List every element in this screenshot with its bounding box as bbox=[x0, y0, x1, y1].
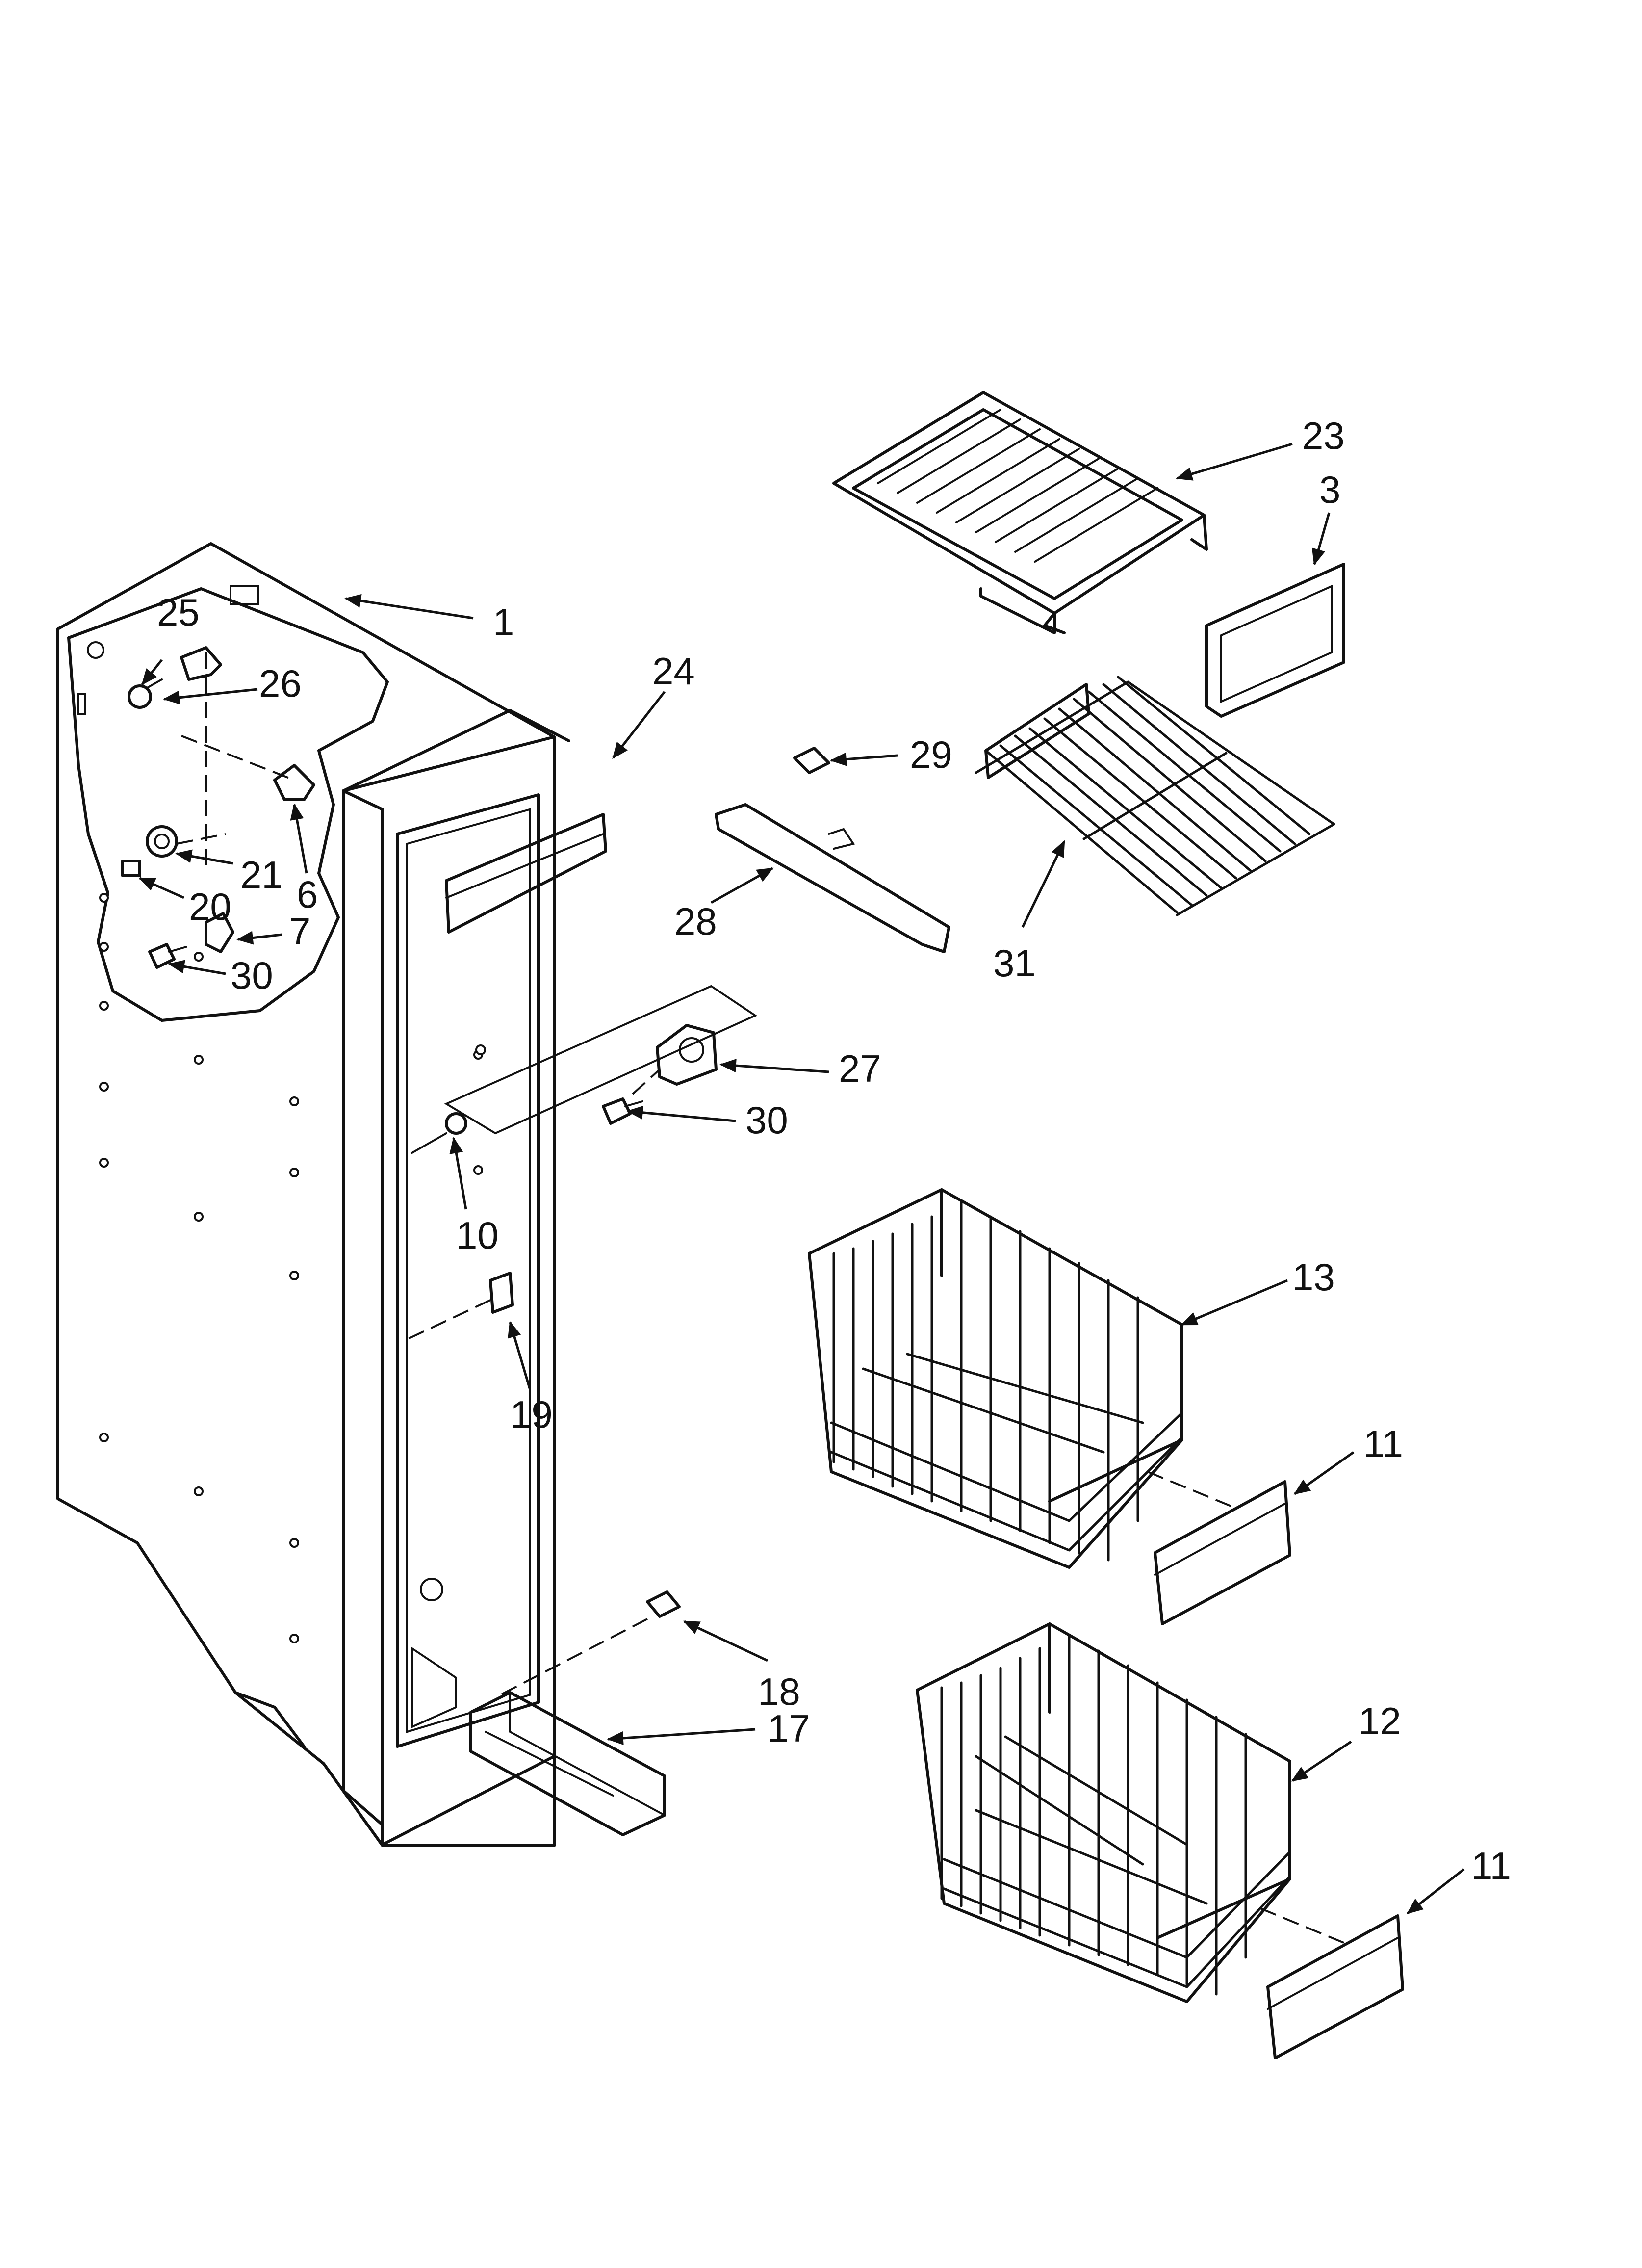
callout-24: 24 bbox=[652, 650, 695, 693]
callout-13: 13 bbox=[1292, 1255, 1335, 1299]
control-housing-part-27 bbox=[656, 1024, 718, 1086]
callout-3: 3 bbox=[1319, 468, 1340, 511]
sensor-part-19 bbox=[407, 1272, 514, 1340]
shelf-support-part-28 bbox=[715, 803, 950, 953]
callout-1: 1 bbox=[493, 600, 514, 644]
callout-6: 6 bbox=[297, 873, 318, 916]
callout-30-left: 30 bbox=[231, 954, 273, 997]
mounting-holes bbox=[99, 893, 483, 1643]
callout-7: 7 bbox=[289, 910, 310, 953]
bracket-part-7 bbox=[205, 912, 234, 953]
basket-part-12 bbox=[916, 1622, 1291, 2003]
basket-front-part-11-lower bbox=[1260, 1907, 1404, 2059]
callout-21: 21 bbox=[240, 853, 283, 896]
basket-front-part-11-upper bbox=[1147, 1471, 1291, 1625]
callout-31: 31 bbox=[993, 941, 1036, 985]
grille-part-17 bbox=[469, 1691, 666, 1836]
shelf-part-23 bbox=[832, 391, 1208, 634]
callout-26: 26 bbox=[259, 662, 302, 705]
screw-part-30-left bbox=[148, 943, 187, 969]
callout-11-lower: 11 bbox=[1471, 1844, 1511, 1887]
light-bulb-part-26 bbox=[128, 678, 163, 709]
screw-part-18 bbox=[495, 1590, 681, 1698]
basket-part-13 bbox=[808, 1188, 1183, 1569]
callout-11-upper: 11 bbox=[1363, 1422, 1403, 1465]
callout-10: 10 bbox=[456, 1214, 499, 1257]
switch-part-10 bbox=[411, 1112, 467, 1154]
thermostat-part-21 bbox=[146, 825, 178, 858]
callout-25: 25 bbox=[157, 591, 200, 634]
callout-labels: 1 25 26 6 21 20 7 30 24 23 3 29 28 31 27… bbox=[157, 414, 1511, 1887]
callout-29: 29 bbox=[910, 733, 952, 776]
freezer-liner bbox=[56, 542, 570, 1847]
callout-12: 12 bbox=[1359, 1699, 1401, 1743]
callout-23: 23 bbox=[1302, 414, 1345, 457]
screw-part-20 bbox=[121, 860, 141, 877]
callout-20: 20 bbox=[189, 885, 231, 928]
light-shield-part-24 bbox=[445, 813, 607, 934]
bolt-part-29 bbox=[793, 747, 830, 774]
callout-18: 18 bbox=[758, 1670, 800, 1713]
leader-lines bbox=[138, 443, 1465, 1914]
callout-30-right: 30 bbox=[745, 1098, 788, 1142]
callout-28: 28 bbox=[674, 900, 717, 943]
callout-17: 17 bbox=[768, 1707, 810, 1750]
callout-19: 19 bbox=[510, 1393, 553, 1436]
clip-part-6 bbox=[273, 764, 315, 801]
insulation-pad bbox=[444, 985, 758, 1135]
wire-shelf-part-31 bbox=[975, 676, 1335, 916]
callout-27: 27 bbox=[839, 1047, 881, 1090]
light-socket-part-25 bbox=[180, 646, 222, 681]
shelf-trim-part-3 bbox=[1205, 563, 1345, 718]
